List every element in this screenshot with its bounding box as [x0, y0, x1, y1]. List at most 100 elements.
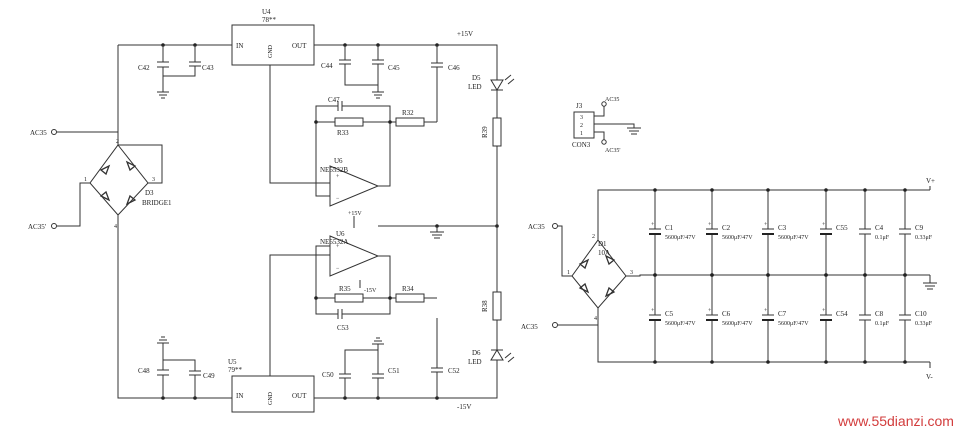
svg-text:+: + [651, 308, 655, 314]
bridge-right-pin1: 1 [567, 270, 570, 276]
cap-top-1-ref: C2 [722, 224, 731, 232]
cap-bottom-0: + C5 5600μF/47V [649, 273, 696, 364]
j3-pin2: 2 [580, 123, 583, 129]
svg-text:+: + [336, 244, 340, 250]
cap-bottom-2: + C7 5600μF/47V [762, 273, 809, 364]
bridge-right-pin3: 3 [630, 270, 633, 276]
cap-top-1-value: 5600μF/47V [722, 235, 753, 241]
caps-c50-c51-c52: C50 C51 C52 [322, 318, 460, 398]
cap-bottom-2-value: 5600μF/47V [778, 321, 809, 327]
c52-label: C52 [448, 367, 460, 375]
svg-text:+: + [764, 308, 768, 314]
opamp-b-part: NE5532B [320, 166, 348, 174]
u4-pin-gnd: GND [268, 44, 274, 58]
bridge-left-pin2: 2 [116, 139, 119, 145]
cap-bottom-0-value: 5600μF/47V [665, 321, 696, 327]
bridge-left-pin1: 1 [84, 177, 87, 183]
cap-top-5-value: 0.33μF [915, 235, 933, 241]
ac-right-bottom-label: AC35 [521, 323, 538, 331]
ac-input-bottom-terminal [51, 223, 57, 229]
svg-text:+: + [708, 222, 712, 228]
opamp-supply-neg: -15V [364, 288, 377, 294]
opamp-ne5532a: +− U6 NE5532A +15V -15V R35 C53 R34 [314, 211, 437, 332]
ac-right-top-terminal [552, 223, 558, 229]
svg-text:+: + [822, 222, 826, 228]
u5-part: 79** [228, 366, 243, 374]
out-rail-pos: V+ [926, 177, 935, 185]
j3-net-top: AC35 [605, 97, 619, 103]
cap-bottom-4-value: 0.1μF [875, 321, 890, 327]
left-supply-section: AC35 AC35' 2 1 3 4 D3 BRIDGE1 U4 78** IN… [28, 8, 515, 413]
cap-bottom-1-ref: C6 [722, 310, 731, 318]
svg-text:+: + [708, 308, 712, 314]
center-ground-icon [430, 226, 444, 239]
cap-top-4-ref: C4 [875, 224, 884, 232]
d5-type: LED [468, 83, 482, 91]
u5-pin-in: IN [236, 392, 243, 400]
connector-j3: J3 3 2 1 CON3 AC35 AC35' [572, 97, 641, 154]
c43-label: C43 [202, 64, 214, 72]
j3-part: CON3 [572, 141, 591, 149]
opamp-b-ref: U6 [334, 157, 343, 165]
c53-label: C53 [337, 324, 349, 332]
j3-ref: J3 [576, 102, 583, 110]
cap-top-2-ref: C3 [778, 224, 787, 232]
bridge-right-pin2: 2 [592, 234, 595, 240]
right-supply-section: AC35 AC35 2 1 3 4 D1 10A V+ V- +C15600μF… [521, 177, 937, 381]
cap-top-5-ref: C9 [915, 224, 924, 232]
u4-part: 78** [262, 16, 277, 24]
cap-columns: +C15600μF/47V+C25600μF/47V+C35600μF/47V+… [649, 188, 933, 364]
cap-bottom-5-ref: C10 [915, 310, 927, 318]
bridge-left-ref: D3 [145, 189, 154, 197]
cap-top-2-value: 5600μF/47V [778, 235, 809, 241]
cap-bottom-1: + C6 5600μF/47V [706, 273, 753, 364]
cap-top-0-ref: C1 [665, 224, 674, 232]
c44-label: C44 [321, 62, 333, 70]
svg-text:−: − [336, 196, 340, 202]
c50-label: C50 [322, 371, 334, 379]
j3-pin3: 3 [580, 115, 583, 121]
svg-text:−: − [336, 266, 340, 272]
r39-label: R39 [481, 126, 489, 138]
r32-label: R32 [402, 109, 414, 117]
bridge-right-part: 10A [598, 249, 610, 257]
cap-bottom-5-value: 0.33μF [915, 321, 933, 327]
led-resistor-column: D5 LED R39 R38 D6 LED [468, 74, 515, 368]
cap-bottom-0-ref: C5 [665, 310, 674, 318]
c49-label: C49 [203, 372, 215, 380]
cap-bottom-3-ref: C54 [836, 310, 848, 318]
d5-ref: D5 [472, 74, 481, 82]
regulator-u5: U5 79** IN GND OUT [228, 254, 330, 413]
cap-bottom-2-ref: C7 [778, 310, 787, 318]
bridge-rectifier-d1: 2 1 3 4 D1 10A [567, 234, 633, 322]
cap-top-0-value: 5600μF/47V [665, 235, 696, 241]
d6-ref: D6 [472, 349, 481, 357]
u4-pin-out: OUT [292, 42, 307, 50]
cap-bottom-1-value: 5600μF/47V [722, 321, 753, 327]
regulated-rail-wires [314, 44, 498, 399]
ac-input-bottom-label: AC35' [28, 223, 46, 231]
regulator-u4: U4 78** IN GND OUT [231, 8, 330, 184]
cap-top-3-ref: C55 [836, 224, 848, 232]
c51-label: C51 [388, 367, 400, 375]
bridge-left-pin3: 3 [152, 177, 155, 183]
bridge-left-pin4: 4 [114, 224, 117, 230]
bridge-rectifier-d3: 2 1 3 4 D3 BRIDGE1 [84, 139, 172, 232]
svg-text:+: + [822, 308, 826, 314]
cap-bottom-4-ref: C8 [875, 310, 884, 318]
r34-label: R34 [402, 285, 414, 293]
r33-label: R33 [337, 129, 349, 137]
caps-c42-c43: C42 C43 [138, 45, 214, 99]
left-rail-wires [117, 44, 232, 399]
ac-right-bottom-terminal [552, 322, 558, 328]
opamp-supply-pos: +15V [348, 211, 362, 217]
ac-input-top-terminal [51, 129, 57, 135]
u4-pin-in: IN [236, 42, 243, 50]
svg-text:+: + [336, 174, 340, 180]
right-rail-wires [597, 189, 930, 363]
out-rail-neg: V- [926, 373, 933, 381]
c47-label: C47 [328, 96, 340, 104]
bridge-right-ref: D1 [598, 240, 607, 248]
